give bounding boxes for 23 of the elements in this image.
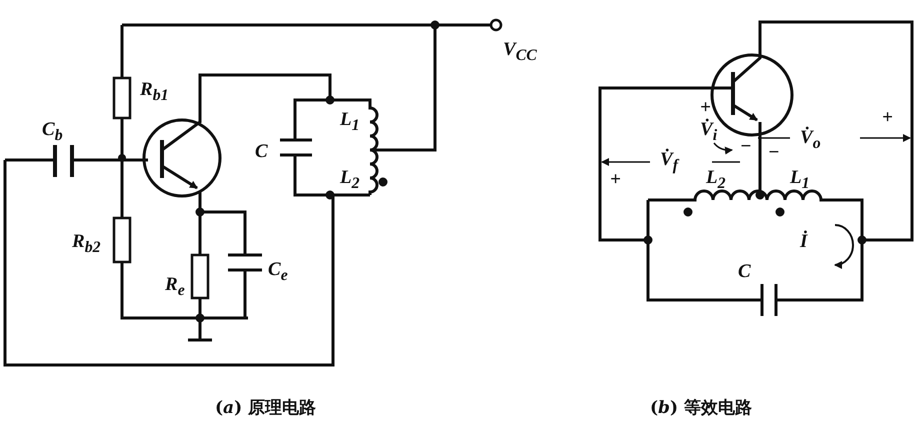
voltage-label: V̇$_{f}$ <box>660 150 678 176</box>
polarity-sign: − <box>768 143 780 163</box>
polarity-sign: + <box>700 98 711 118</box>
figure-caption: (a) 原理电路 <box>215 398 316 418</box>
figure-caption: (b) 等效电路 <box>650 398 752 418</box>
polarity-sign: − <box>740 137 752 157</box>
polarity-sign: + <box>882 108 893 128</box>
component-label: C$_{b}$ <box>42 120 63 146</box>
component-label: L$_{1}$ <box>340 110 360 136</box>
supply-label: V$_{CC}$ <box>503 40 537 66</box>
component-label: C <box>738 262 751 282</box>
component-label: R$_{b1}$ <box>140 80 169 106</box>
voltage-label: V̇$_{o}$ <box>800 128 821 154</box>
component-label: R$_{e}$ <box>165 275 185 301</box>
component-label: L$_{2}$ <box>340 168 360 194</box>
component-label: C$_{e}$ <box>268 260 288 286</box>
current-label: İ <box>800 232 808 252</box>
component-label: L$_{1}$ <box>790 168 810 194</box>
component-label: C <box>255 142 268 162</box>
component-label: L$_{2}$ <box>706 168 726 194</box>
polarity-sign: + <box>610 170 621 190</box>
voltage-label: V̇$_{i}$ <box>700 120 718 146</box>
component-label: R$_{b2}$ <box>72 232 101 258</box>
